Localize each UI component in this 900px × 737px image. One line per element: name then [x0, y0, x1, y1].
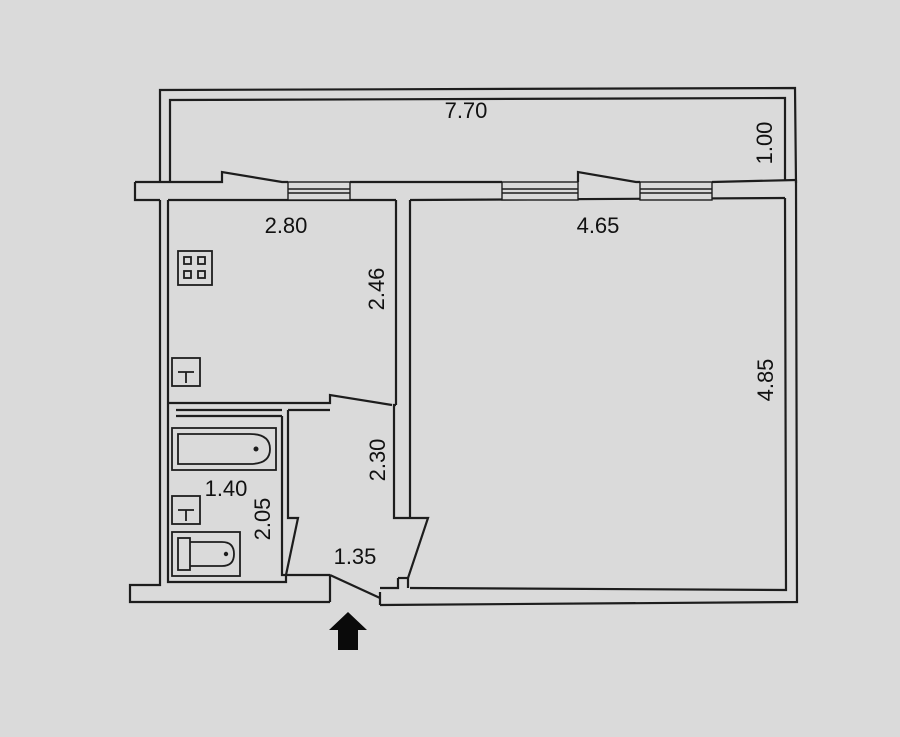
window-room-right — [639, 181, 713, 201]
bath-depth-label: 2.05 — [250, 498, 275, 541]
hall-width-label: 1.35 — [334, 544, 377, 569]
balcony — [158, 86, 798, 184]
bath-width-label: 1.40 — [205, 476, 248, 501]
sink-icon — [171, 357, 201, 387]
toilet-icon — [171, 531, 241, 577]
exterior-walls — [128, 170, 799, 607]
stove-icon — [177, 250, 213, 286]
room-depth-label: 4.85 — [753, 359, 778, 402]
interior-walls — [168, 200, 430, 602]
sink-icon — [171, 495, 201, 525]
window-room-left — [501, 181, 579, 201]
balcony-length-label: 7.70 — [445, 98, 488, 123]
room-width-label: 4.65 — [577, 213, 620, 238]
entrance-arrow-icon — [329, 612, 367, 650]
window-kitchen — [287, 181, 351, 201]
kitchen-depth-label: 2.46 — [364, 268, 389, 311]
hall-depth-label: 2.30 — [365, 439, 390, 482]
kitchen-width-label: 2.80 — [265, 213, 308, 238]
bathtub-icon — [171, 427, 277, 471]
balcony-depth-label: 1.00 — [752, 122, 777, 165]
